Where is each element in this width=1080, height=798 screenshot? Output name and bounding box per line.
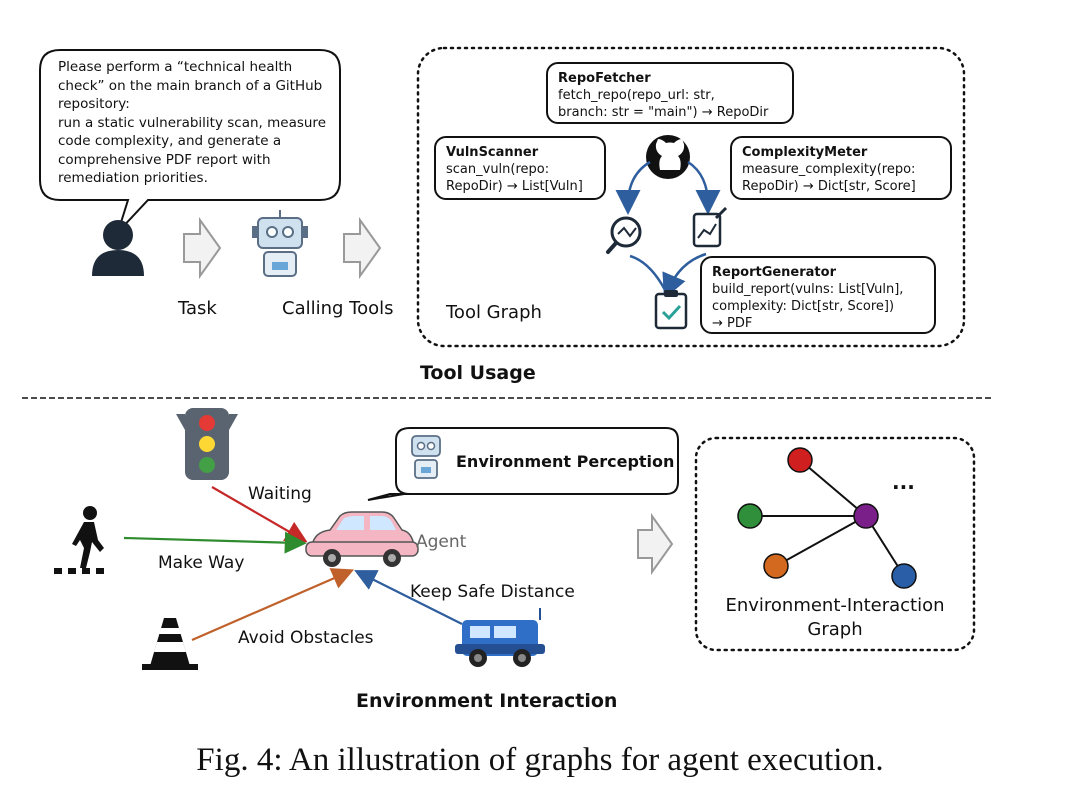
figure-caption: Fig. 4: An illustration of graphs for ag… xyxy=(196,742,884,778)
tool-signature: fetch_repo(repo_url: str, branch: str = … xyxy=(558,88,769,120)
tool-box-vulnscanner: VulnScanner scan_vuln(repo: RepoDir) → L… xyxy=(434,136,606,200)
user-icon xyxy=(92,220,144,276)
waiting-label: Waiting xyxy=(248,484,312,504)
magnifier-icon xyxy=(606,216,642,254)
perception-label: Environment Perception xyxy=(456,452,675,471)
tool-name: VulnScanner xyxy=(446,145,539,160)
tool-signature: build_report(vulns: List[Vuln], complexi… xyxy=(712,282,904,331)
pedestrian-icon xyxy=(54,506,104,574)
traffic-light-icon xyxy=(176,408,238,480)
tool-name: ComplexityMeter xyxy=(742,145,868,160)
make-way-arrow xyxy=(123,531,307,554)
flow-arrow xyxy=(629,254,667,291)
waiting-arrow xyxy=(211,486,308,543)
tool-name: RepoFetcher xyxy=(558,71,651,86)
environment-graph-frame xyxy=(694,436,976,652)
task-prompt: Please perform a “technical health check… xyxy=(58,59,326,186)
robot-icon xyxy=(411,435,441,479)
avoid-obstacles-label: Avoid Obstacles xyxy=(238,628,374,648)
flow-arrow xyxy=(687,160,721,215)
graph-ellipsis: ... xyxy=(892,470,915,494)
flow-arrow xyxy=(615,160,651,215)
perception-speech-bubble xyxy=(367,427,679,501)
arrow-icon xyxy=(183,216,222,280)
tool-box-reportgenerator: ReportGenerator build_report(vulns: List… xyxy=(700,256,936,334)
arrow-icon xyxy=(343,216,382,280)
github-icon xyxy=(646,135,690,179)
tool-signature: measure_complexity(repo: RepoDir) → Dict… xyxy=(742,162,916,194)
clipboard-check-icon xyxy=(654,290,688,330)
tool-box-repofetcher: RepoFetcher fetch_repo(repo_url: str, br… xyxy=(546,62,794,124)
graph-node-orange xyxy=(763,553,789,579)
tool-signature: scan_vuln(repo: RepoDir) → List[Vuln] xyxy=(446,162,583,194)
graph-node-purple xyxy=(853,503,879,529)
tool-graph-frame xyxy=(416,46,966,348)
tool-usage-title: Tool Usage xyxy=(420,362,536,384)
traffic-cone-icon xyxy=(142,618,198,670)
tool-name: ReportGenerator xyxy=(712,265,836,280)
tool-graph-label: Tool Graph xyxy=(446,302,542,323)
task-label: Task xyxy=(178,298,217,319)
make-way-label: Make Way xyxy=(158,553,245,573)
keep-distance-label: Keep Safe Distance xyxy=(410,582,575,602)
document-edit-icon xyxy=(692,206,728,248)
avoid-obstacles-arrow xyxy=(191,568,355,642)
environment-graph-label: Environment-Interaction Graph xyxy=(725,595,945,640)
graph-node-green xyxy=(737,503,763,529)
environment-interaction-title: Environment Interaction xyxy=(356,690,618,712)
graph-node-blue xyxy=(891,563,917,589)
car-icon xyxy=(305,511,419,567)
calling-tools-label: Calling Tools xyxy=(282,298,394,319)
task-speech-bubble xyxy=(39,49,341,233)
tool-box-complexitymeter: ComplexityMeter measure_complexity(repo:… xyxy=(730,136,952,200)
robot-icon xyxy=(252,210,308,277)
arrow-icon xyxy=(637,512,674,576)
flow-arrow xyxy=(662,252,707,300)
jeep-icon xyxy=(455,608,545,667)
agent-label: Agent xyxy=(416,532,467,552)
keep-distance-arrow xyxy=(354,570,463,625)
graph-node-red xyxy=(787,447,813,473)
